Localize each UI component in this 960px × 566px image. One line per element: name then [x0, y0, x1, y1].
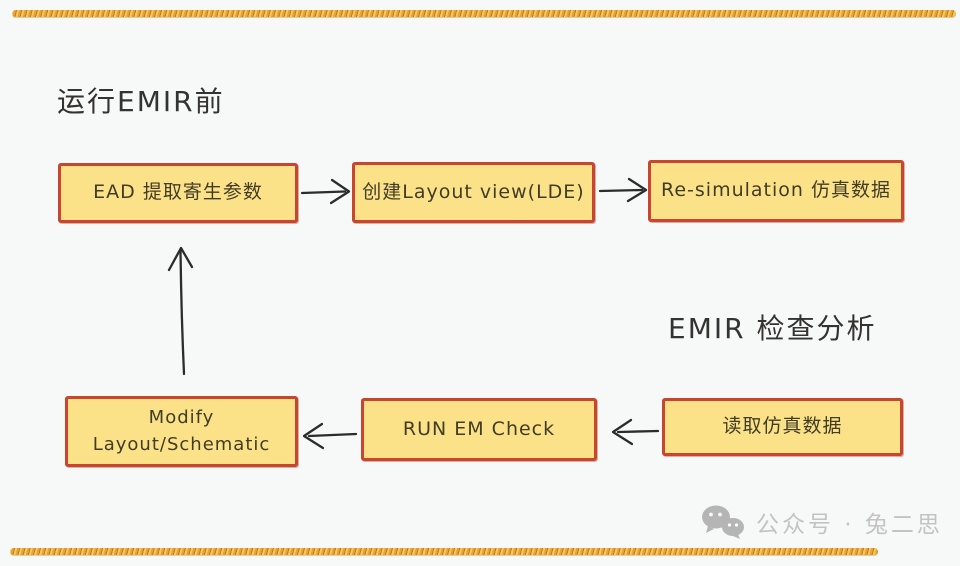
arrow-lde-to-resim [598, 177, 648, 203]
flow-box-layout-view-label: 创建Layout view(LDE) [362, 180, 585, 203]
flow-box-resimulation-label: Re-simulation 仿真数据 [661, 179, 891, 202]
heading-before-emir: 运行EMIR前 [57, 85, 225, 118]
arrow-runem-to-modify [302, 422, 358, 450]
watermark-text: 公众号 · 兔二思 [756, 512, 943, 538]
flow-box-read-sim-data: 读取仿真数据 [662, 398, 903, 456]
flow-box-resimulation: Re-simulation 仿真数据 [648, 160, 904, 222]
watermark: 公众号 · 兔二思 [700, 504, 943, 540]
flow-box-run-em-check: RUN EM Check [361, 398, 597, 461]
arrow-ead-to-lde [300, 178, 351, 205]
heading-emir-analysis: EMIR 检查分析 [668, 312, 877, 345]
flow-box-run-em-check-label: RUN EM Check [402, 417, 556, 440]
flow-box-read-sim-data-label: 读取仿真数据 [722, 415, 843, 438]
flow-box-ead: EAD 提取寄生参数 [58, 163, 298, 223]
arrow-modify-to-ead [167, 246, 194, 376]
flow-box-modify: Modify Layout/Schematic [65, 396, 298, 467]
flow-box-ead-label: EAD 提取寄生参数 [93, 181, 263, 204]
wechat-icon [702, 505, 744, 539]
flow-box-modify-line1: Modify [148, 407, 215, 429]
rope-border-bottom [10, 548, 878, 555]
flow-box-modify-line2: Layout/Schematic [92, 433, 271, 455]
rope-border-top [12, 10, 956, 17]
arrow-read-to-runem [611, 418, 660, 446]
flow-box-layout-view: 创建Layout view(LDE) [352, 162, 595, 223]
